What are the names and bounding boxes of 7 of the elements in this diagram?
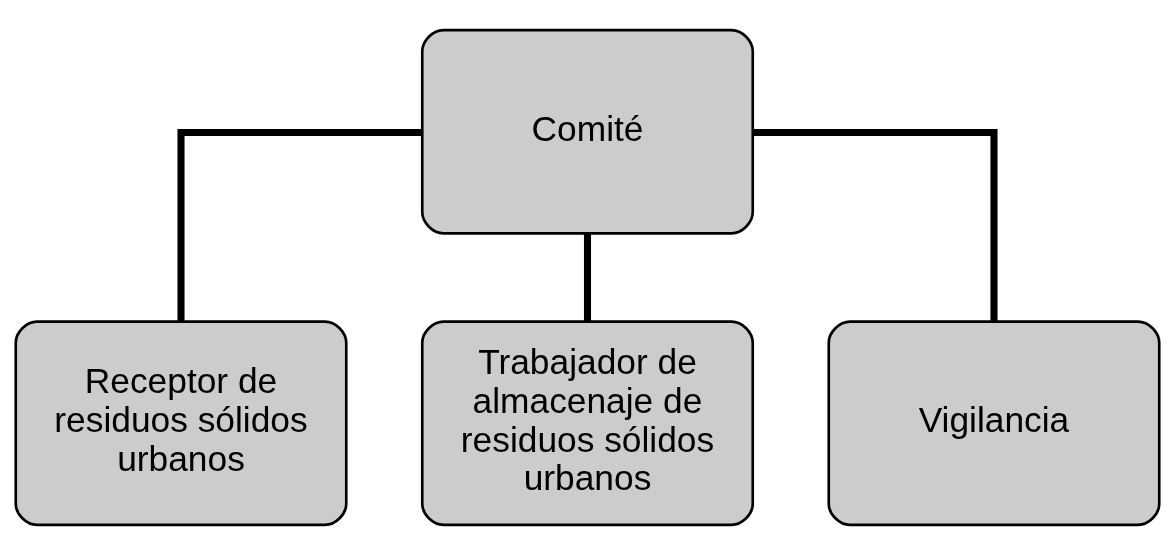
- node-box: Vigilancia: [827, 319, 1161, 526]
- node-box: Receptor de residuos sólidos urbanos: [14, 319, 348, 526]
- connector: [177, 128, 423, 322]
- connector: [752, 128, 998, 322]
- connector: [583, 233, 592, 321]
- node-box: Comité: [420, 28, 755, 235]
- node-box: Trabajador de almacenaje de residuos sólidos urbanos: [420, 319, 755, 526]
